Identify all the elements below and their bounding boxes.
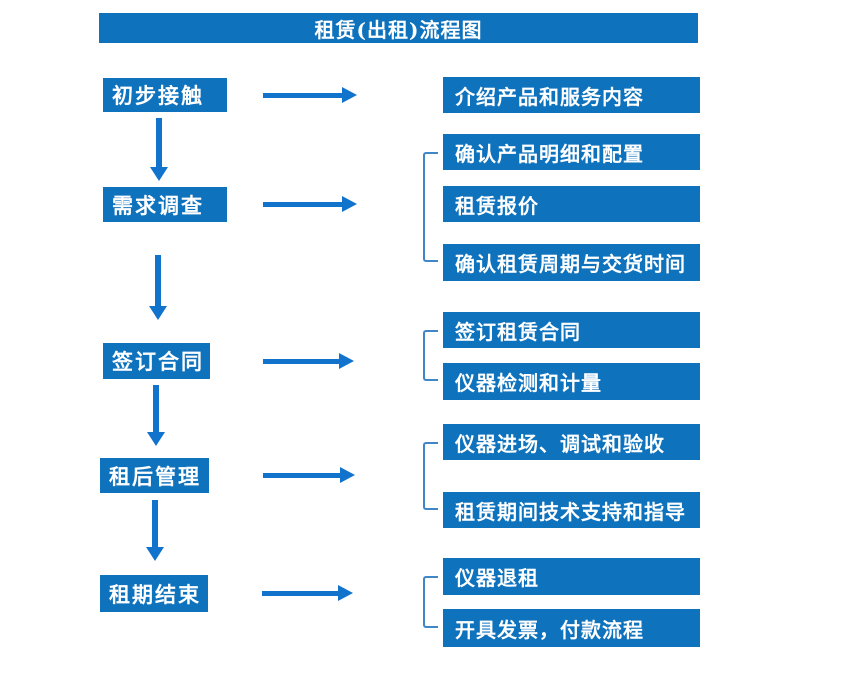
detail-box: 签订租赁合同 — [443, 312, 700, 348]
arrow-head — [342, 196, 357, 212]
detail-box: 确认租赁周期与交货时间 — [443, 244, 700, 281]
arrow-head — [147, 432, 165, 446]
arrow-right-icon — [263, 353, 354, 369]
arrow-shaft — [263, 472, 340, 478]
arrow-head — [146, 547, 164, 561]
arrow-shaft — [152, 500, 158, 547]
arrow-right-icon — [263, 196, 357, 212]
group-bracket — [423, 152, 438, 262]
arrow-shaft — [155, 255, 161, 306]
group-bracket — [423, 576, 438, 628]
arrow-head — [150, 167, 168, 181]
arrow-right-icon — [262, 585, 353, 601]
arrow-shaft — [156, 118, 162, 167]
arrow-head — [339, 353, 354, 369]
detail-box: 仪器退租 — [443, 558, 700, 595]
arrow-right-icon — [263, 467, 355, 483]
arrow-down-icon — [146, 500, 164, 561]
arrow-head — [340, 467, 355, 483]
step-box-demand-survey: 需求调查 — [103, 187, 227, 222]
detail-box: 开具发票，付款流程 — [443, 609, 700, 647]
arrow-shaft — [153, 385, 159, 432]
detail-box: 确认产品明细和配置 — [443, 134, 700, 170]
group-bracket — [423, 442, 438, 510]
detail-box: 租赁报价 — [443, 186, 700, 222]
detail-box: 仪器检测和计量 — [443, 363, 700, 400]
arrow-shaft — [263, 358, 339, 364]
flowchart-title: 租赁(出租)流程图 — [99, 13, 698, 43]
detail-box: 介绍产品和服务内容 — [443, 77, 700, 113]
group-bracket — [423, 330, 438, 381]
arrow-head — [338, 585, 353, 601]
arrow-down-icon — [150, 118, 168, 181]
step-box-lease-end: 租期结束 — [100, 575, 208, 612]
arrow-down-icon — [149, 255, 167, 320]
arrow-shaft — [262, 590, 338, 596]
arrow-shaft — [263, 92, 342, 98]
step-box-sign-contract: 签订合同 — [103, 343, 210, 379]
arrow-down-icon — [147, 385, 165, 446]
arrow-right-icon — [263, 87, 357, 103]
step-box-initial-contact: 初步接触 — [103, 78, 227, 112]
detail-box: 仪器进场、调试和验收 — [443, 424, 700, 460]
arrow-head — [149, 306, 167, 320]
arrow-head — [342, 87, 357, 103]
step-box-post-rental-management: 租后管理 — [100, 458, 209, 493]
detail-box: 租赁期间技术支持和指导 — [443, 492, 700, 528]
arrow-shaft — [263, 201, 342, 207]
